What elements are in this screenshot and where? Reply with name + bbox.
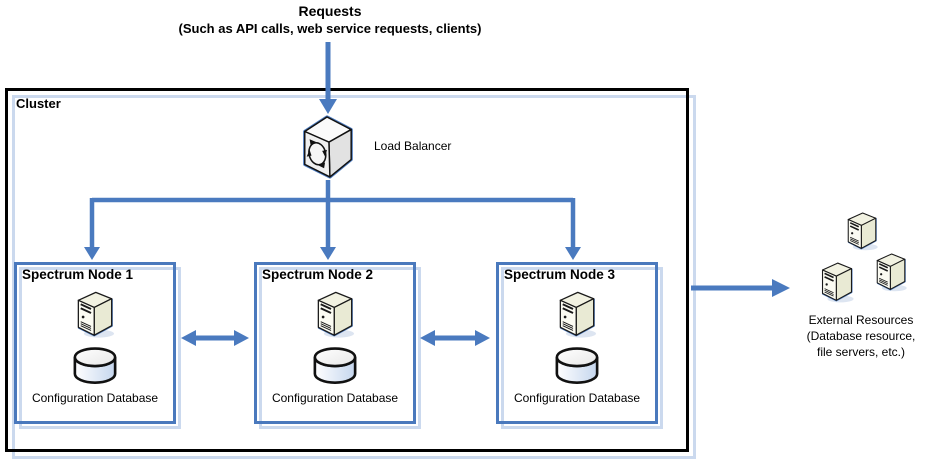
requests-subtitle: (Such as API calls, web service requests… <box>178 21 482 36</box>
load-balancer-label: Load Balancer <box>374 139 452 153</box>
requests-title: Requests <box>298 3 362 19</box>
node-1-db-label: Configuration Database <box>31 391 159 405</box>
node-3-db-label: Configuration Database <box>513 391 641 405</box>
external-resources-line: External Resources <box>808 313 914 327</box>
spectrum-node-3: Spectrum Node 3 Configuration Database <box>496 262 658 424</box>
external-server-icon <box>821 262 855 304</box>
load-balancer-icon <box>303 115 353 179</box>
server-tower-icon <box>559 291 598 339</box>
node-3-title: Spectrum Node 3 <box>504 267 616 282</box>
node-2-shadow <box>259 267 421 429</box>
node-1-title: Spectrum Node 1 <box>22 267 134 282</box>
external-resources-arrow <box>691 279 790 297</box>
cluster-label: Cluster <box>16 96 61 111</box>
node-1-shadow <box>19 267 181 429</box>
spectrum-node-1: Spectrum Node 1 Configuration Database <box>14 262 176 424</box>
requests-header: Requests (Such as API calls, web service… <box>95 3 565 37</box>
external-resources-line: (Database resource, <box>806 329 916 343</box>
external-resources-line: file servers, etc.) <box>816 345 906 359</box>
external-server-icon <box>876 252 908 293</box>
database-cylinder-icon <box>313 347 357 384</box>
node-2-title: Spectrum Node 2 <box>262 267 374 282</box>
server-tower-icon <box>317 291 356 339</box>
external-resources-label: External Resources (Database resource, f… <box>788 312 927 360</box>
server-tower-icon <box>77 291 116 339</box>
node-2-db-label: Configuration Database <box>271 391 399 405</box>
spectrum-node-2: Spectrum Node 2 Configuration Database <box>254 262 416 424</box>
cluster-box <box>5 88 689 452</box>
database-cylinder-icon <box>555 347 599 384</box>
database-cylinder-icon <box>73 347 117 384</box>
cluster-box-shadow <box>12 95 696 459</box>
node-3-shadow <box>501 267 663 429</box>
